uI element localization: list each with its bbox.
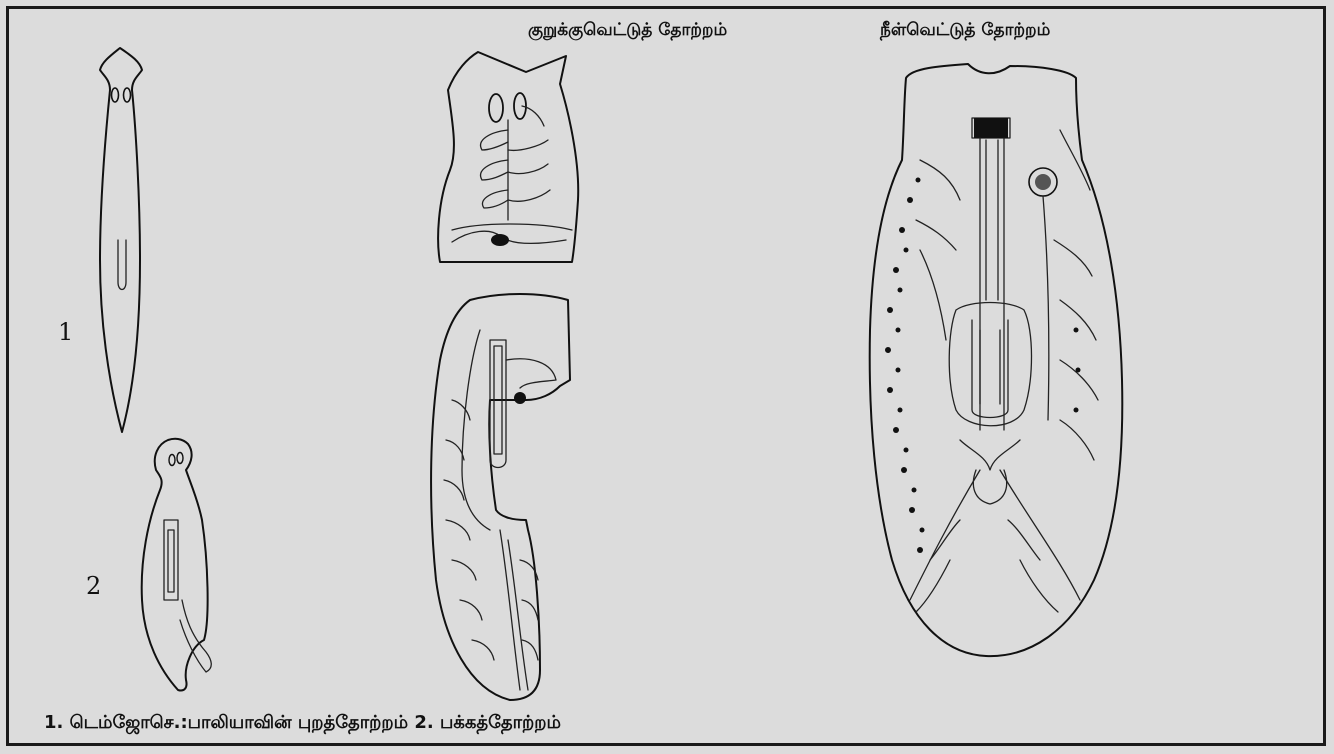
figure-canvas: குறுக்குவெட்டுத் தோற்றம் நீள்வெட்டுத் தோ…: [0, 0, 1334, 754]
longitudinal-section-drawing: [0, 0, 1334, 754]
